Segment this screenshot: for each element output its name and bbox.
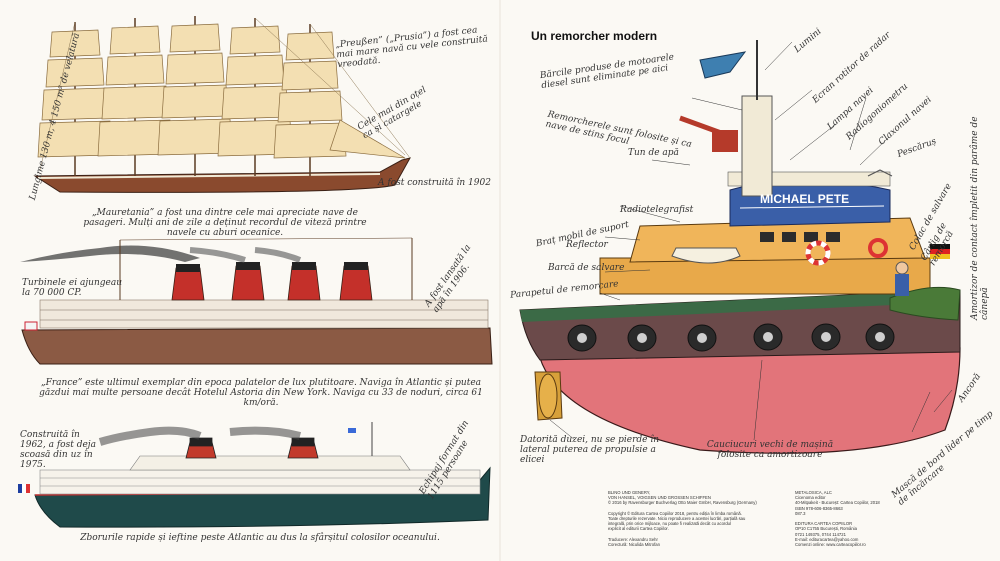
label-tyres: Cauciucuri vechi de mașină folosite ca a… — [706, 440, 834, 460]
page-title: Un remorcher modern — [531, 29, 658, 43]
mauretania-ship-illustration — [20, 237, 493, 365]
france-footer: Zborurile rapide și ieftine peste Atlant… — [80, 533, 440, 543]
label-lifeboat: Barcă de salvare — [548, 263, 625, 273]
french-flag-icon — [18, 484, 30, 493]
tugboat-illustration — [519, 40, 961, 454]
mauretania-caption: „Mauretania” a fost una dintre cele mai … — [83, 208, 367, 238]
preussen-ship-illustration — [33, 16, 411, 193]
label-fender-strip: Amortizor de contact împletit din parâme… — [970, 116, 990, 320]
ship-name-label: MICHAEL PETE — [760, 192, 850, 206]
imprint-left: BLINO UND GENERY,VON HANSEL, VOIGSEN UND… — [608, 490, 757, 548]
mauretania-turbines: Turbinele ei ajungeau la 70 000 CP. — [22, 278, 122, 298]
label-reflector: Reflector — [566, 240, 608, 250]
german-flag-icon — [930, 244, 950, 259]
label-water-cannon: Tun de apă — [628, 148, 679, 158]
preussen-built: A fost construită în 1902 — [378, 178, 491, 188]
label-radiotelegraph: Radiotelegrafist — [620, 205, 694, 215]
france-built: Construită în 1962, a fost deja scoasă d… — [20, 430, 96, 470]
label-propeller: Datorită duzei, nu se pierde în lateral … — [520, 435, 660, 465]
france-caption: „France” este ultimul exemplar din epoca… — [39, 378, 483, 408]
france-ship-illustration — [18, 422, 491, 528]
